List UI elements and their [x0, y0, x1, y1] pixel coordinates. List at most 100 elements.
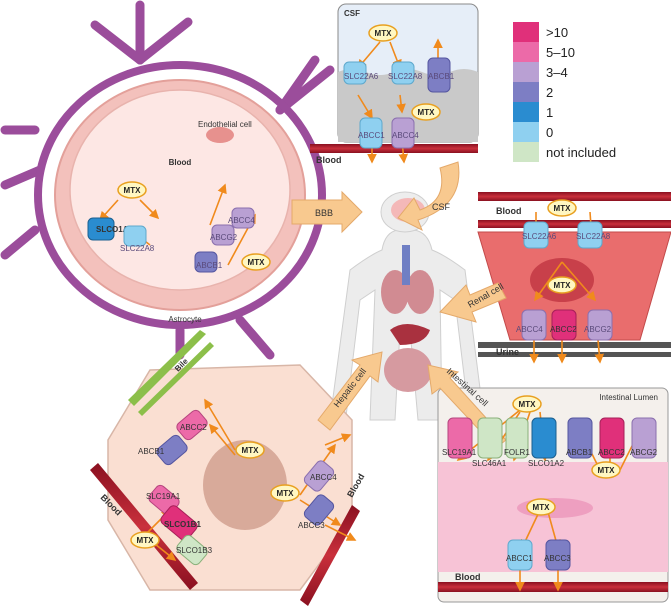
mtx-intestine-lumen: MTX — [512, 395, 542, 413]
svg-text:MTX: MTX — [277, 489, 295, 498]
astrocyte-processes — [0, 0, 335, 360]
bile-canaliculus — [128, 330, 206, 406]
transporter-csf-abcb1: ABCB1 — [427, 57, 455, 93]
transporter-renal-slc22a8: SLC22A8 — [576, 221, 611, 249]
hepatocyte-nucleus — [203, 440, 287, 530]
svg-text:MTX: MTX — [533, 503, 551, 512]
svg-text:MTX: MTX — [519, 400, 537, 409]
hepatic-panel: Bile — [107, 330, 353, 591]
bbb-arrow-label: BBB — [315, 208, 333, 218]
svg-text:SLC22A8: SLC22A8 — [576, 232, 611, 241]
svg-text:ABCB1: ABCB1 — [196, 261, 223, 270]
transporter-bbb-slc22a8: SLC22A8 — [120, 225, 155, 253]
svg-text:SLC22A6: SLC22A6 — [522, 232, 557, 241]
mtx-hepatic-right: MTX — [270, 484, 300, 502]
transporter-int-abcb1: ABCB1 — [566, 417, 593, 459]
transporter-int-abcc3: ABCC3 — [544, 539, 571, 571]
astrocyte-label: Astrocyte — [168, 315, 202, 324]
svg-text:SLC22A8: SLC22A8 — [388, 72, 423, 81]
blood-label-csf: Blood — [316, 155, 342, 165]
astrocyte-membrane — [34, 61, 326, 329]
transporter-renal-abcc4: ABCC4 — [516, 309, 547, 341]
csf-arrow — [397, 161, 460, 232]
transporter-int-slco1a2: SLCO1A2 — [528, 417, 565, 468]
svg-text:3–4: 3–4 — [546, 65, 568, 80]
transporter-renal-abcg2: ABCG2 — [584, 309, 613, 341]
transporter-hepatic-slco1b3: SLCO1B3 — [176, 534, 213, 566]
mtx-csf-top: MTX — [368, 24, 398, 42]
bbb-arrow — [291, 190, 363, 234]
svg-text:ABCC4: ABCC4 — [392, 131, 419, 140]
svg-text:SLCO1A2: SLCO1A2 — [96, 225, 133, 234]
svg-text:ABCG2: ABCG2 — [630, 448, 658, 457]
mtx-renal-blood: MTX — [547, 199, 577, 217]
mtx-hepatic-left: MTX — [130, 531, 160, 549]
svg-text:FOLR1: FOLR1 — [504, 448, 530, 457]
svg-text:SLCO1B1: SLCO1B1 — [164, 520, 201, 529]
svg-text:MTX: MTX — [242, 446, 260, 455]
bbb-panel: Blood Endothelial cell Astrocyte — [0, 0, 335, 360]
renal-arrow — [439, 282, 507, 323]
blood-label-intestine: Blood — [455, 572, 481, 582]
transporter-renal-slc22a6: SLC22A6 — [522, 221, 557, 249]
mtx-hepatic-center: MTX — [235, 441, 265, 459]
mtx-renal-cell: MTX — [547, 276, 577, 294]
transporter-hepatic-abcc2: ABCC2 — [176, 409, 208, 441]
svg-text:MTX: MTX — [137, 536, 155, 545]
svg-text:ABCC2: ABCC2 — [550, 325, 577, 334]
svg-text:ABCC4: ABCC4 — [310, 473, 337, 482]
transporter-csf-slc22a6: SLC22A6 — [343, 61, 379, 85]
transporter-hepatic-abcc4: ABCC4 — [303, 460, 337, 492]
csf-arrow-label: CSF — [432, 202, 451, 212]
legend-item: not included — [513, 142, 616, 162]
svg-text:ABCC4: ABCC4 — [228, 216, 255, 225]
csf-label: CSF — [344, 9, 360, 18]
svg-text:SLCO1B3: SLCO1B3 — [176, 546, 213, 555]
svg-text:ABCC2: ABCC2 — [180, 423, 207, 432]
legend-item: 5–10 — [513, 42, 575, 62]
svg-text:ABCG2: ABCG2 — [210, 233, 238, 242]
transporter-int-abcg2: ABCG2 — [630, 417, 658, 459]
mtx-intestine-apical: MTX — [591, 461, 621, 479]
svg-text:SLCO1A2: SLCO1A2 — [528, 459, 565, 468]
transporter-csf-slc22a8: SLC22A8 — [388, 61, 423, 85]
svg-text:ABCC2: ABCC2 — [598, 448, 625, 457]
svg-text:ABCC3: ABCC3 — [298, 521, 325, 530]
svg-text:ABCC4: ABCC4 — [516, 325, 543, 334]
svg-text:MTX: MTX — [418, 108, 436, 117]
svg-text:SLC46A1: SLC46A1 — [472, 459, 507, 468]
svg-text:0: 0 — [546, 125, 553, 140]
blood-label-bbb: Blood — [169, 158, 192, 167]
mtx-bbb-astro: MTX — [241, 253, 271, 271]
svg-text:ABCB1: ABCB1 — [138, 447, 165, 456]
svg-text:SLC19A1: SLC19A1 — [442, 448, 477, 457]
svg-text:ABCC1: ABCC1 — [358, 131, 385, 140]
transporter-bbb-abcc4: ABCC4 — [228, 207, 255, 229]
legend-item: >10 — [513, 22, 568, 42]
blood-label-renal: Blood — [496, 206, 522, 216]
svg-text:SLC19A1: SLC19A1 — [146, 492, 181, 501]
legend-item: 1 — [513, 102, 553, 122]
svg-text:ABCC1: ABCC1 — [506, 554, 533, 563]
legend-item: 3–4 — [513, 62, 568, 82]
svg-text:ABCG2: ABCG2 — [584, 325, 612, 334]
transporter-bbb-abcb1: ABCB1 — [194, 251, 223, 273]
svg-text:not included: not included — [546, 145, 616, 160]
svg-text:2: 2 — [546, 85, 553, 100]
endothelial-nucleus — [206, 127, 234, 143]
svg-text:ABCB1: ABCB1 — [566, 448, 593, 457]
transporter-int-abcc2: ABCC2 — [598, 417, 625, 459]
transporter-int-abcc1: ABCC1 — [506, 539, 533, 571]
svg-text:MTX: MTX — [248, 258, 266, 267]
transporter-int-slc19a1: SLC19A1 — [442, 417, 477, 459]
mtx-csf-cell: MTX — [411, 103, 441, 121]
intestinal-lumen-label: Intestinal Lumen — [599, 393, 658, 402]
svg-text:MTX: MTX — [124, 186, 142, 195]
svg-text:>10: >10 — [546, 25, 568, 40]
svg-text:SLC22A8: SLC22A8 — [120, 244, 155, 253]
transporter-int-slc46a1: SLC46A1 — [472, 417, 507, 468]
transporter-bbb-abcg2: ABCG2 — [210, 224, 238, 246]
transporter-hepatic-abcc3: ABCC3 — [298, 494, 335, 530]
legend-item: 0 — [513, 122, 553, 142]
hepatic-arrow — [317, 351, 383, 431]
